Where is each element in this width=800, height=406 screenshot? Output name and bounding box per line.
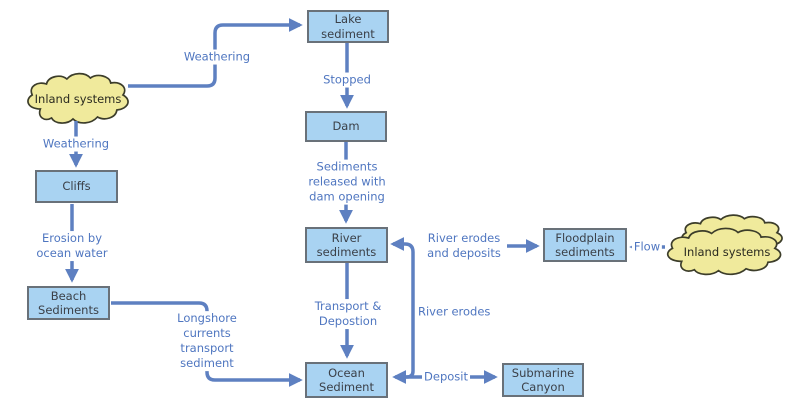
node-submarine-canyon: Submarine Canyon xyxy=(502,363,584,397)
cloud-shape xyxy=(28,74,128,123)
edge-label-transport-depostion: Transport & Depostion xyxy=(312,299,384,329)
edge-river-erodes-vertical xyxy=(390,237,415,379)
edge-label-erosion-by-ocean-water: Erosion by ocean water xyxy=(34,231,110,261)
edge-label-longshore-currents: Longshore currents transport sediment xyxy=(175,311,239,371)
edge-label-weathering-top: Weathering xyxy=(181,49,253,65)
cloud-shape-front xyxy=(668,228,781,274)
node-dam: Dam xyxy=(305,111,387,142)
edge-label-deposit: Deposit xyxy=(422,369,470,385)
node-ocean-sediment: Ocean Sediment xyxy=(305,362,388,398)
edge-label-stopped: Stopped xyxy=(321,72,373,88)
cloud-label-inland-systems-left: Inland systems xyxy=(34,92,122,106)
node-beach-sediments: Beach Sediments xyxy=(27,286,110,320)
node-floodplain-sediments: Floodplain sediments xyxy=(543,228,627,262)
cloud-inland-systems-left xyxy=(28,74,128,123)
cloud-inland-systems-right xyxy=(668,215,782,274)
cloud-label-inland-systems-right: Inland systems xyxy=(683,245,771,259)
node-river-sediments: River sediments xyxy=(305,227,388,263)
node-cliffs: Cliffs xyxy=(35,170,118,203)
edge-label-weathering-left: Weathering xyxy=(40,136,112,152)
edge-label-river-erodes-and-deposits: River erodes and deposits xyxy=(425,231,503,261)
edge-label-sediments-released: Sediments released with dam opening xyxy=(306,159,388,205)
edge-label-flow: Flow xyxy=(631,239,663,255)
node-lake-sediment: Lake sediment xyxy=(307,10,389,43)
edge-label-river-erodes: River erodes xyxy=(418,304,491,319)
